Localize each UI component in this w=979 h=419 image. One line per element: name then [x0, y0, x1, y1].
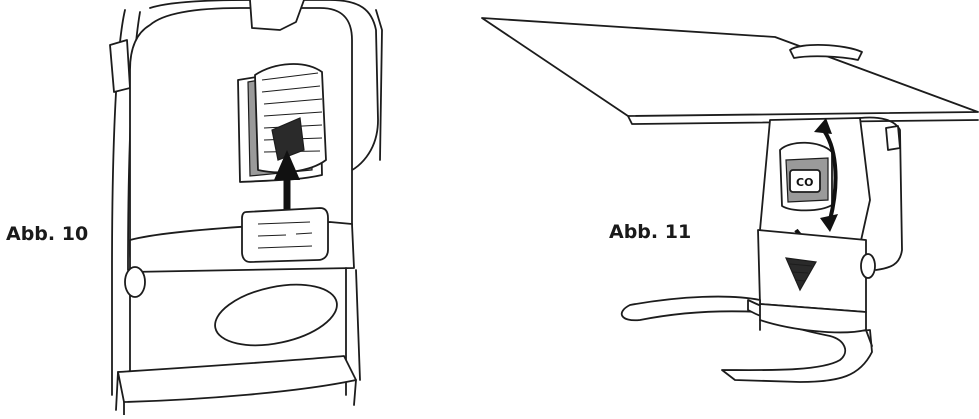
figure-11-drawing: CO: [481, 17, 979, 383]
svg-text:CO: CO: [796, 176, 813, 189]
figure-10-drawing: [109, 0, 383, 416]
figure-label-abb-10: Abb. 10: [6, 223, 89, 245]
figure-label-abb-11: Abb. 11: [609, 221, 692, 243]
